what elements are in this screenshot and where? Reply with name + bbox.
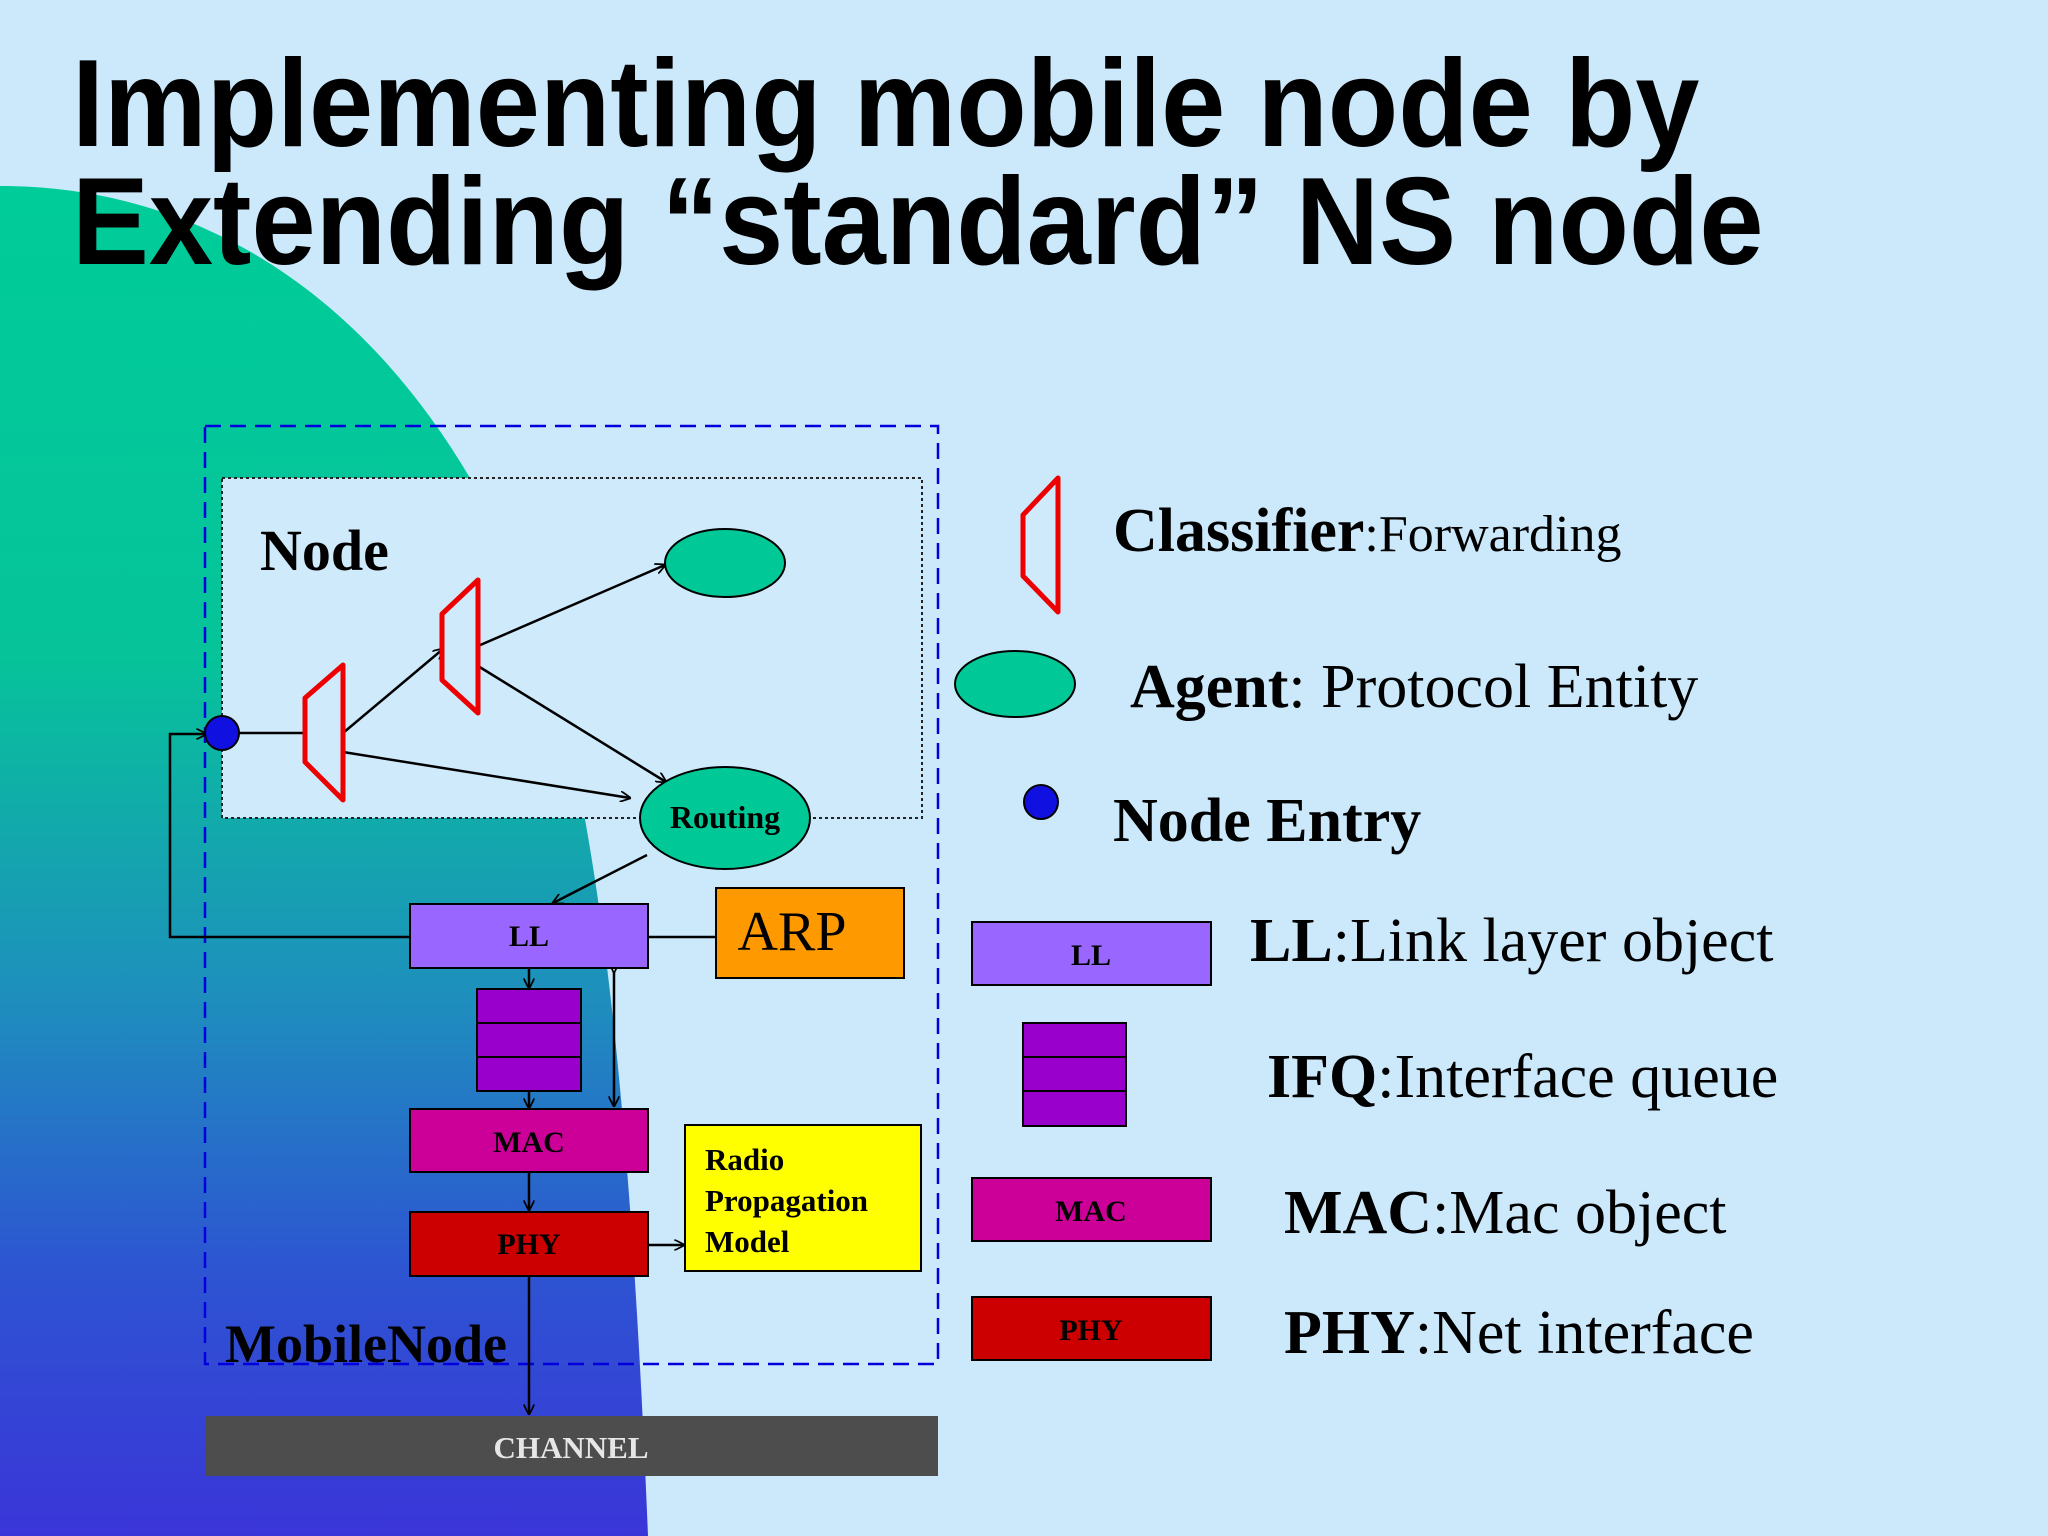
legend-phy-box [971, 1296, 1212, 1361]
legend-agent: Agent: Protocol Entity [1130, 656, 1698, 718]
classifier-icon [302, 662, 346, 803]
legend-mac-term: MAC [1284, 1179, 1433, 1247]
radio-propagation-block [684, 1124, 922, 1272]
radio-label-line-3: Model [705, 1224, 790, 1259]
agent-ellipse [664, 528, 786, 598]
legend-mac-box [971, 1177, 1212, 1242]
legend-ll-box [971, 921, 1212, 986]
legend-ifq-term: IFQ [1267, 1043, 1378, 1111]
arp-block [715, 887, 905, 979]
mobilenode-boundary [203, 424, 940, 1366]
legend-phy: PHY:Net interface [1284, 1302, 1754, 1364]
legend-node-entry-icon [1023, 784, 1059, 820]
legend-node-entry-term: Node Entry [1113, 787, 1422, 855]
node-label: Node [260, 518, 389, 583]
ll-label: LL [509, 920, 549, 953]
routing-label: Routing [670, 799, 780, 835]
legend-classifier-icon [1020, 475, 1061, 615]
radio-label-line-1: Radio [705, 1142, 784, 1177]
slide-title-line-1: Implementing mobile node by [72, 35, 1700, 173]
legend-ll-box-label: LL [1071, 939, 1111, 972]
ll-block [409, 903, 649, 969]
legend-ifq: IFQ:Interface queue [1267, 1046, 1778, 1108]
legend-classifier-term: Classifier [1113, 497, 1365, 565]
legend-node-entry: Node Entry [1113, 790, 1421, 852]
legend-mac: MAC:Mac object [1284, 1182, 1726, 1244]
node-entry-dot [204, 715, 240, 751]
classifier-icon [439, 577, 481, 716]
channel-label: CHANNEL [493, 1430, 648, 1465]
ifq-queue [476, 988, 582, 1092]
legend-ifq-icon [1022, 1022, 1127, 1127]
mac-label: MAC [493, 1126, 565, 1159]
legend-phy-box-label: PHY [1059, 1314, 1123, 1347]
legend-classifier: Classifier:Forwarding [1113, 500, 1621, 562]
routing-agent [639, 766, 811, 870]
legend-mac-box-label: MAC [1055, 1195, 1127, 1228]
legend-ll-desc: :Link layer object [1332, 907, 1774, 975]
channel-bar [205, 1416, 938, 1476]
legend-phy-desc: :Net interface [1414, 1299, 1754, 1367]
radio-label-line-2: Propagation [705, 1183, 868, 1218]
arp-label: ARP [738, 901, 847, 963]
phy-label: PHY [497, 1228, 561, 1261]
legend-agent-icon [954, 650, 1076, 718]
legend-phy-term: PHY [1284, 1299, 1415, 1367]
legend-mac-desc: :Mac object [1432, 1179, 1727, 1247]
mac-block [409, 1108, 649, 1173]
legend-agent-term: Agent [1130, 653, 1289, 721]
slide-title-line-2: Extending “standard” NS node [72, 153, 1764, 291]
legend-agent-desc: : Protocol Entity [1288, 653, 1699, 721]
legend-classifier-desc: :Forwarding [1364, 506, 1622, 563]
legend-ifq-desc: :Interface queue [1377, 1043, 1779, 1111]
legend-ll: LL:Link layer object [1250, 910, 1773, 972]
mobilenode-label: MobileNode [225, 1314, 507, 1374]
legend-ll-term: LL [1250, 907, 1333, 975]
phy-block [409, 1211, 649, 1277]
